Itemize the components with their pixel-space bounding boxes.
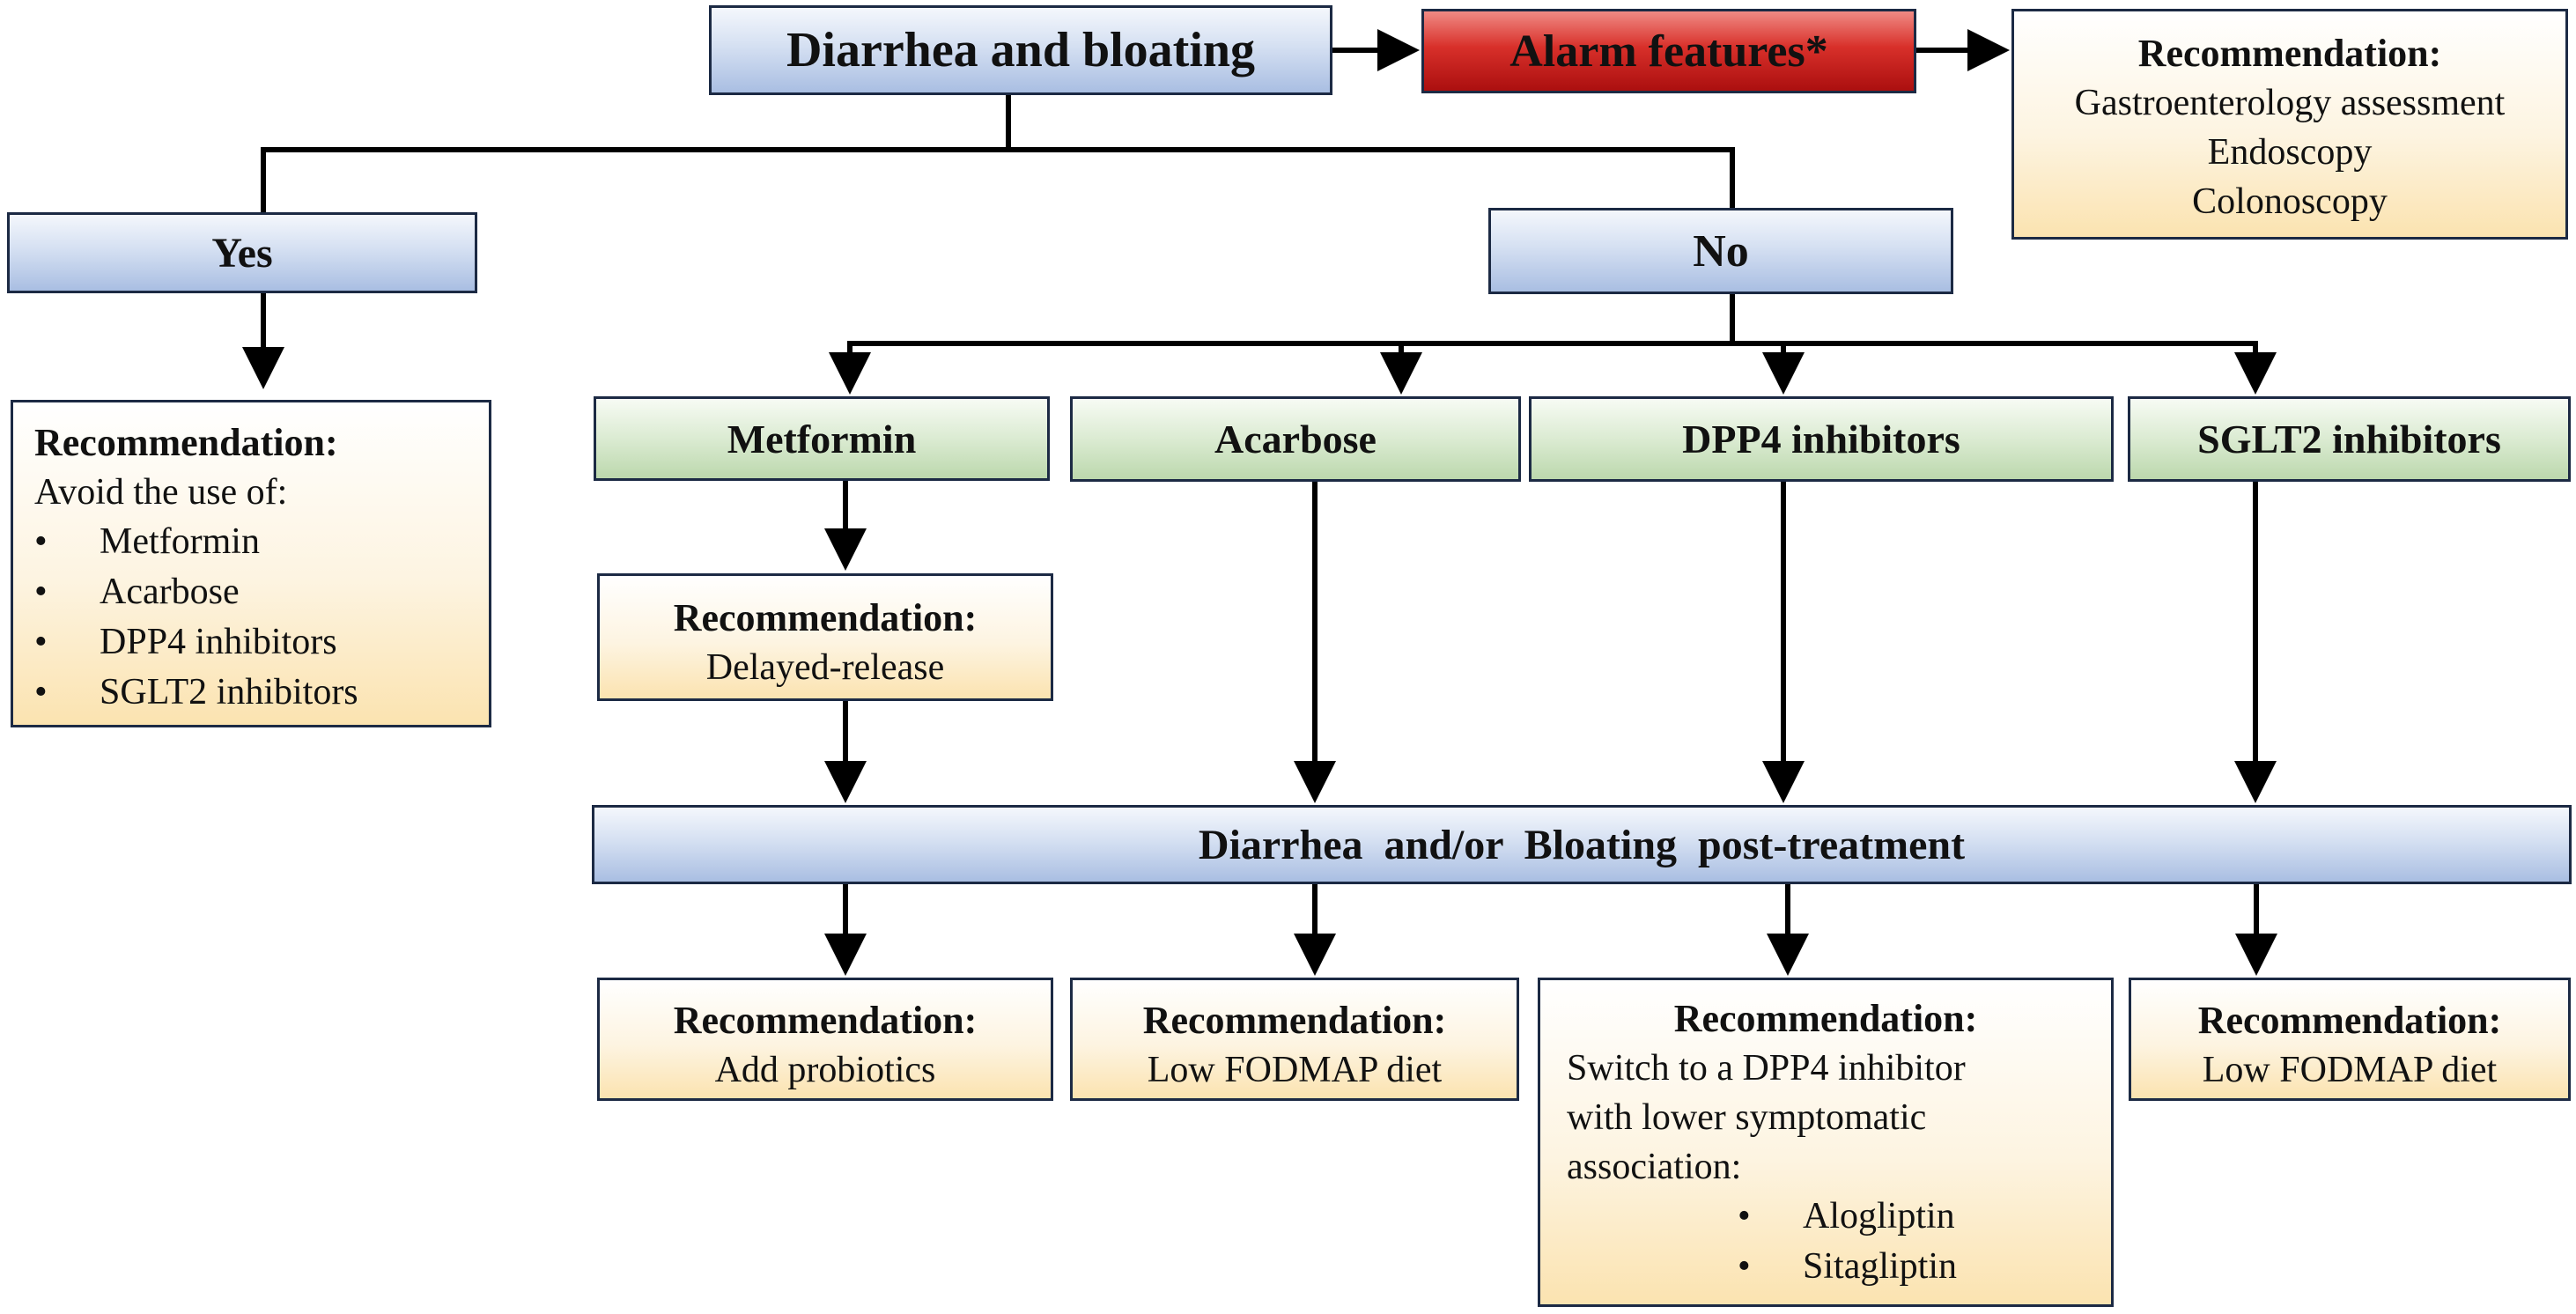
bullet-icon: • [1738, 1246, 1751, 1287]
drug-node-acarbose: Acarbose [1070, 396, 1521, 482]
final-recommendation-line: Low FODMAP diet [1147, 1050, 1443, 1090]
drug-node-sglt2-inhibitors: SGLT2 inhibitors [2128, 396, 2571, 482]
alarm-recommendation-box: Recommendation: Gastroenterology assessm… [2011, 9, 2568, 240]
alarm-recommendation-line: Gastroenterology assessment [2074, 83, 2506, 123]
bullet-icon: • [34, 672, 48, 712]
final-recommendation-line: association: [1567, 1147, 1742, 1187]
final-recommendation-box-3: Recommendation: Switch to a DPP4 inhibit… [1538, 978, 2114, 1307]
list-item-label: Metformin [100, 521, 260, 562]
metformin-recommendation-line: Delayed-release [705, 647, 945, 688]
alarm-recommendation-line: Endoscopy [2207, 132, 2373, 173]
final-recommendation-title: Recommendation: [1673, 997, 1978, 1040]
list-item: • SGLT2 inhibitors [34, 668, 358, 718]
list-item-label: SGLT2 inhibitors [100, 672, 358, 712]
bullet-icon: • [34, 521, 48, 562]
yes-recommendation-intro: Avoid the use of: [34, 472, 288, 513]
bullet-icon: • [34, 622, 48, 662]
drug-label: Metformin [727, 416, 917, 461]
final-recommendation-line: Add probiotics [714, 1050, 936, 1090]
alarm-recommendation-line: Colonoscopy [2192, 181, 2388, 222]
post-treatment-label: Diarrhea and/or Bloating post-treatment [1198, 821, 1966, 868]
list-item-label: Sitagliptin [1803, 1246, 1958, 1287]
metformin-recommendation-title: Recommendation: [673, 596, 978, 639]
list-item: • Metformin [34, 517, 260, 567]
start-node-label: Diarrhea and bloating [786, 23, 1256, 78]
final-recommendation-line: with lower symptomatic [1567, 1097, 1927, 1138]
list-item-label: Alogliptin [1803, 1196, 1955, 1236]
final-recommendation-line: Low FODMAP diet [2202, 1050, 2498, 1090]
final-recommendation-title: Recommendation: [673, 999, 978, 1042]
alarm-features-node: Alarm features* [1421, 9, 1916, 93]
alarm-recommendation-title: Recommendation: [2137, 32, 2442, 75]
yes-recommendation-title: Recommendation: [34, 421, 338, 464]
alarm-features-label: Alarm features* [1509, 26, 1828, 77]
final-recommendation-box-1: Recommendation: Add probiotics [597, 978, 1053, 1101]
metformin-recommendation-box: Recommendation: Delayed-release [597, 573, 1053, 701]
post-treatment-node: Diarrhea and/or Bloating post-treatment [592, 805, 2572, 884]
no-label: No [1693, 225, 1749, 277]
final-recommendation-title: Recommendation: [1142, 999, 1447, 1042]
start-node: Diarrhea and bloating [709, 5, 1332, 95]
final-recommendation-box-4: Recommendation: Low FODMAP diet [2129, 978, 2571, 1101]
list-item: • Acarbose [34, 567, 240, 617]
drug-label: Acarbose [1214, 417, 1377, 461]
final-recommendation-title: Recommendation: [2197, 999, 2502, 1042]
final-recommendation-box-2: Recommendation: Low FODMAP diet [1070, 978, 1519, 1101]
list-item-label: DPP4 inhibitors [100, 622, 337, 662]
list-item-label: Acarbose [100, 572, 240, 612]
no-node: No [1488, 208, 1953, 294]
final-recommendation-line: Switch to a DPP4 inhibitor [1567, 1048, 1966, 1089]
yes-node: Yes [7, 212, 477, 293]
drug-node-dpp4-inhibitors: DPP4 inhibitors [1529, 396, 2114, 482]
drug-label: SGLT2 inhibitors [2197, 417, 2501, 461]
drug-node-metformin: Metformin [594, 396, 1050, 481]
list-item: • Sitagliptin [1738, 1242, 1957, 1292]
list-item: • Alogliptin [1738, 1192, 1955, 1242]
yes-recommendation-box: Recommendation: Avoid the use of: • Metf… [11, 400, 491, 727]
drug-label: DPP4 inhibitors [1682, 417, 1960, 461]
bullet-icon: • [34, 572, 48, 612]
yes-label: Yes [211, 229, 273, 277]
list-item: • DPP4 inhibitors [34, 617, 337, 668]
bullet-icon: • [1738, 1196, 1751, 1236]
